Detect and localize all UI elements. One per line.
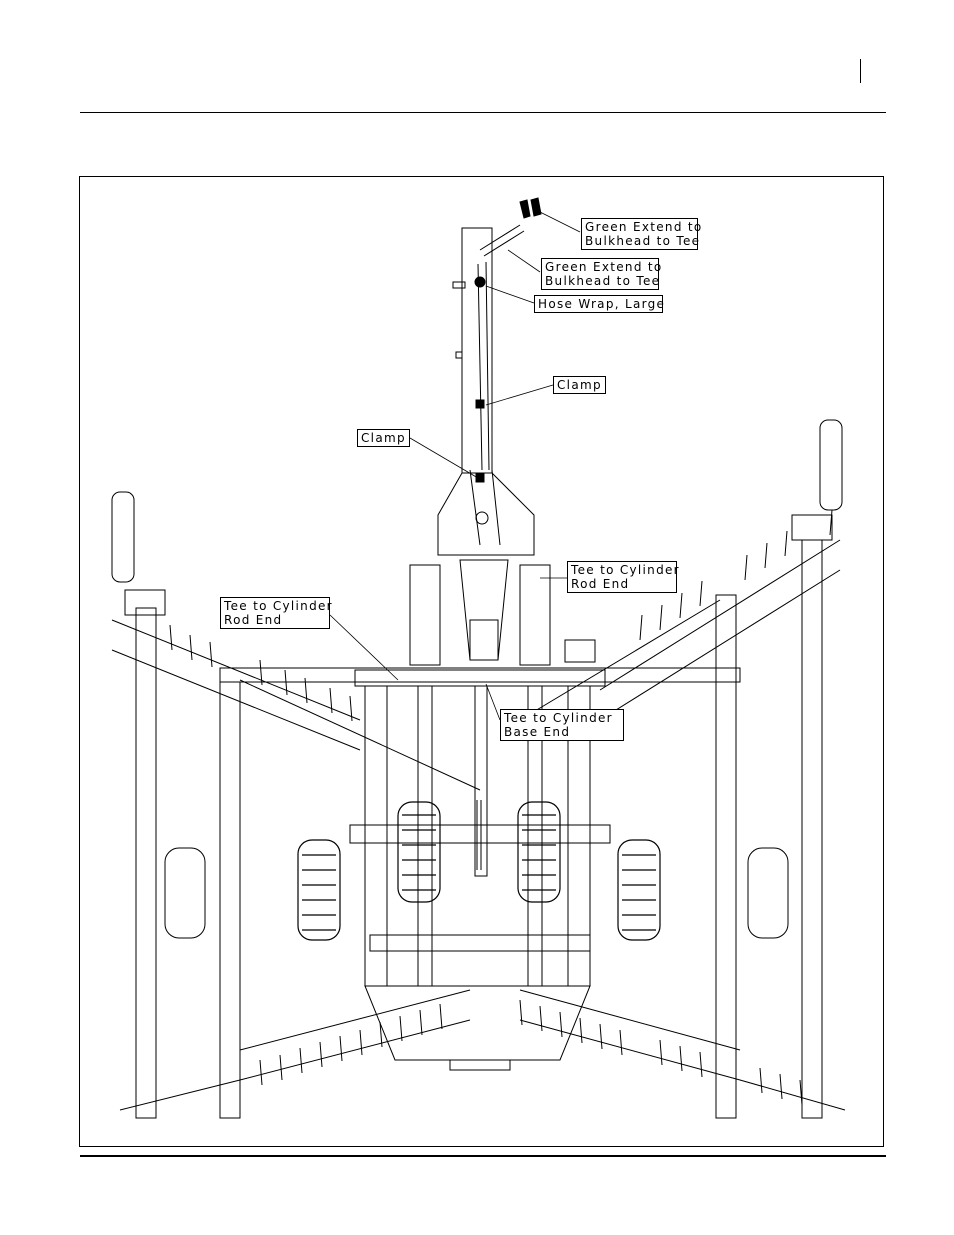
callout-line: Base End (504, 725, 620, 739)
callout-clamp-upper: Clamp (553, 376, 606, 394)
callout-line: Tee to Cylinder (571, 563, 673, 577)
callout-line: Rod End (224, 613, 326, 627)
callout-line: Bulkhead to Tee (545, 274, 655, 288)
center-frame (220, 560, 740, 1070)
callout-line: Green Extend to (585, 220, 694, 234)
callout-line: Tee to Cylinder (224, 599, 326, 613)
callout-line: Rod End (571, 577, 673, 591)
callout-line: Tee to Cylinder (504, 711, 620, 725)
callout-line: Clamp (557, 378, 602, 392)
callout-line: Hose Wrap, Large (538, 297, 659, 311)
hose-couplers (520, 198, 541, 218)
callout-line: Clamp (361, 431, 406, 445)
callout-line: Bulkhead to Tee (585, 234, 694, 248)
callout-green-extend-2: Green Extend to Bulkhead to Tee (541, 258, 659, 290)
callout-green-extend-1: Green Extend to Bulkhead to Tee (581, 218, 698, 250)
tongue (438, 225, 534, 555)
callout-line: Green Extend to (545, 260, 655, 274)
callout-clamp-lower: Clamp (357, 429, 410, 447)
center-tires (298, 802, 660, 940)
callout-tee-rod-end-left: Tee to Cylinder Rod End (220, 597, 330, 629)
callout-hose-wrap: Hose Wrap, Large (534, 295, 663, 313)
callout-tee-rod-end-right: Tee to Cylinder Rod End (567, 561, 677, 593)
callout-tee-base-end: Tee to Cylinder Base End (500, 709, 624, 741)
